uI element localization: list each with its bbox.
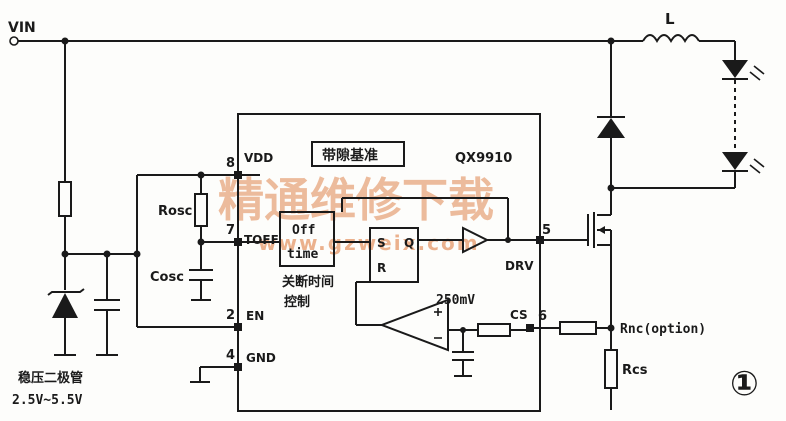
series-resistor <box>58 181 72 217</box>
junction-dot <box>607 184 615 192</box>
rosc-label: Rosc <box>158 204 192 219</box>
cs-label: CS <box>510 308 528 322</box>
current-comparator <box>379 298 449 352</box>
rcs-resistor <box>604 349 618 389</box>
svg-text:5: 5 <box>542 223 551 238</box>
chip-name: QX9910 <box>455 151 512 166</box>
en-label: EN <box>246 309 264 323</box>
sr-latch <box>369 227 419 283</box>
svg-text:7: 7 <box>226 223 235 238</box>
pin-6 <box>526 324 534 332</box>
mosfet-icon <box>587 212 611 248</box>
zener-caption: 稳压二极管 <box>18 370 83 386</box>
vin-terminal <box>9 36 19 46</box>
ic-body <box>237 113 541 412</box>
pin-5 <box>536 236 544 244</box>
ref-voltage-label: 250mV <box>436 293 475 308</box>
svg-text:2: 2 <box>226 308 235 323</box>
freewheel-diode-icon <box>597 116 625 138</box>
cosc-label: Cosc <box>150 270 184 285</box>
gnd-label: GND <box>246 351 276 365</box>
bandgap-block <box>311 141 405 167</box>
pin-7 <box>234 238 242 246</box>
led-icon <box>722 152 765 174</box>
figure-number: ① <box>730 364 759 404</box>
pin-4 <box>234 363 242 371</box>
vin-label: VIN <box>8 20 36 36</box>
offtime-caption: 关断时间 <box>282 274 334 290</box>
rcs-label: Rcs <box>622 363 648 378</box>
svg-text:4: 4 <box>226 348 235 363</box>
svg-text:time: time <box>287 247 318 262</box>
rosc-resistor <box>194 193 208 227</box>
pin-2 <box>234 323 242 331</box>
vdd-label: VDD <box>244 151 273 165</box>
pin-8 <box>234 171 242 179</box>
svg-text:R: R <box>377 261 386 275</box>
bandgap-label: 带隙基准 <box>322 147 378 164</box>
rnc-resistor <box>559 321 597 335</box>
svg-text:控制: 控制 <box>284 294 310 310</box>
svg-text:6: 6 <box>538 309 547 324</box>
drv-label: DRV <box>505 259 534 273</box>
rnc-label: Rnc(option) <box>620 322 706 337</box>
svg-text:Off: Off <box>292 223 315 238</box>
svg-text:Q: Q <box>404 236 414 250</box>
filter-resistor <box>477 323 511 337</box>
toff-label: TOFF <box>244 233 279 247</box>
inductor-icon <box>642 34 700 43</box>
zener-diode-icon <box>47 288 85 318</box>
svg-text:8: 8 <box>226 156 235 171</box>
svg-text:2.5V~5.5V: 2.5V~5.5V <box>12 393 83 408</box>
inductor-label: L <box>665 10 675 28</box>
driver-buffer <box>462 226 490 254</box>
watermark-title: 精通维修下载 <box>218 173 494 227</box>
svg-text:S: S <box>377 236 386 250</box>
offtime-block <box>279 211 335 267</box>
led-icon <box>722 60 765 81</box>
